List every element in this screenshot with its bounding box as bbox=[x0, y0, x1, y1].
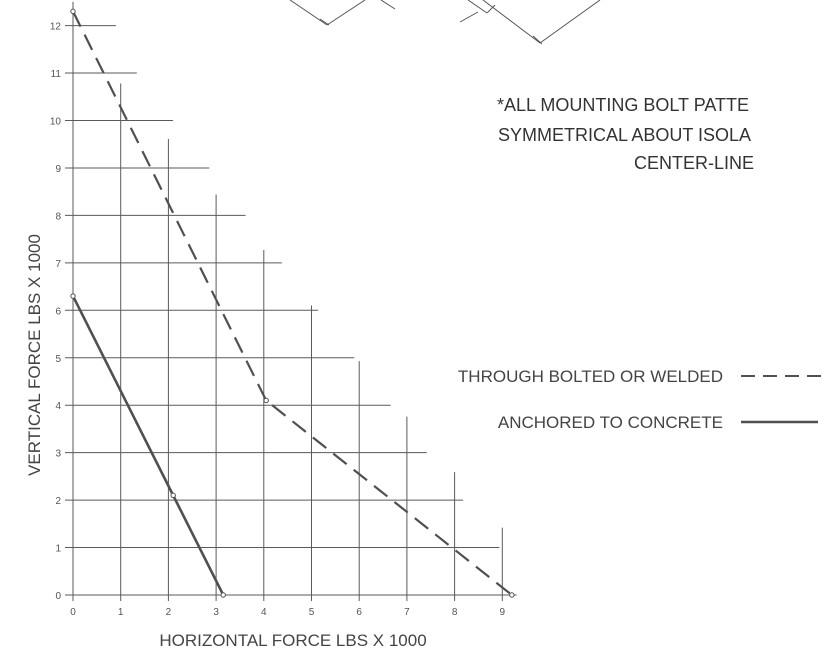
y-tick-label-1: 1 bbox=[55, 544, 61, 555]
y-tick-label-7: 7 bbox=[55, 259, 61, 270]
series-line-anchored bbox=[71, 295, 225, 596]
y-tick-label-5: 5 bbox=[55, 354, 61, 365]
dimension-marks bbox=[289, 0, 601, 45]
y-tick-label-9: 9 bbox=[55, 164, 61, 175]
x-tick-label-7: 7 bbox=[404, 607, 410, 618]
legend: THROUGH BOLTED OR WELDED ANCHORED TO CON… bbox=[458, 367, 828, 432]
x-axis-label: HORIZONTAL FORCE LBS X 1000 bbox=[159, 631, 426, 650]
data-point-anchored-2 bbox=[220, 592, 226, 598]
y-tick-label-11: 11 bbox=[51, 69, 62, 80]
grid bbox=[65, 1, 517, 601]
x-tick-label-1: 1 bbox=[118, 607, 124, 618]
y-tick-label-4: 4 bbox=[55, 401, 61, 412]
legend-label-through-bolted: THROUGH BOLTED OR WELDED bbox=[458, 367, 723, 386]
note-line-1: *ALL MOUNTING BOLT PATTE bbox=[497, 95, 749, 115]
y-tick-label-10: 10 bbox=[50, 117, 62, 128]
y-tick-label-2: 2 bbox=[55, 496, 61, 507]
data-point-through-bolted-1 bbox=[263, 397, 269, 404]
x-tick-label-0: 0 bbox=[70, 607, 76, 618]
y-tick-label-6: 6 bbox=[55, 306, 61, 317]
x-tick-label-8: 8 bbox=[452, 607, 458, 618]
x-tick-label-2: 2 bbox=[166, 607, 172, 618]
legend-label-anchored: ANCHORED TO CONCRETE bbox=[498, 413, 723, 432]
data-point-through-bolted-2 bbox=[509, 592, 515, 598]
x-tick-label-5: 5 bbox=[309, 607, 315, 618]
note: *ALL MOUNTING BOLT PATTE SYMMETRICAL ABO… bbox=[497, 95, 754, 173]
y-axis-label: VERTICAL FORCE LBS X 1000 bbox=[25, 234, 44, 476]
y-tick-label-3: 3 bbox=[55, 449, 61, 460]
x-tick-label-9: 9 bbox=[500, 607, 506, 618]
note-line-3: CENTER-LINE bbox=[634, 153, 754, 173]
x-tick-label-4: 4 bbox=[261, 607, 267, 618]
data-point-anchored-1 bbox=[170, 492, 176, 499]
x-tick-label-3: 3 bbox=[213, 607, 219, 618]
series-lines bbox=[70, 8, 515, 598]
series-line-through-bolted bbox=[72, 10, 513, 596]
y-tick-label-12: 12 bbox=[50, 22, 62, 33]
y-tick-label-8: 8 bbox=[55, 211, 61, 222]
x-tick-label-6: 6 bbox=[356, 607, 362, 618]
data-point-anchored-0 bbox=[70, 293, 76, 299]
data-point-through-bolted-0 bbox=[70, 8, 76, 15]
note-line-2: SYMMETRICAL ABOUT ISOLA bbox=[498, 125, 751, 145]
y-tick-label-0: 0 bbox=[55, 591, 61, 602]
